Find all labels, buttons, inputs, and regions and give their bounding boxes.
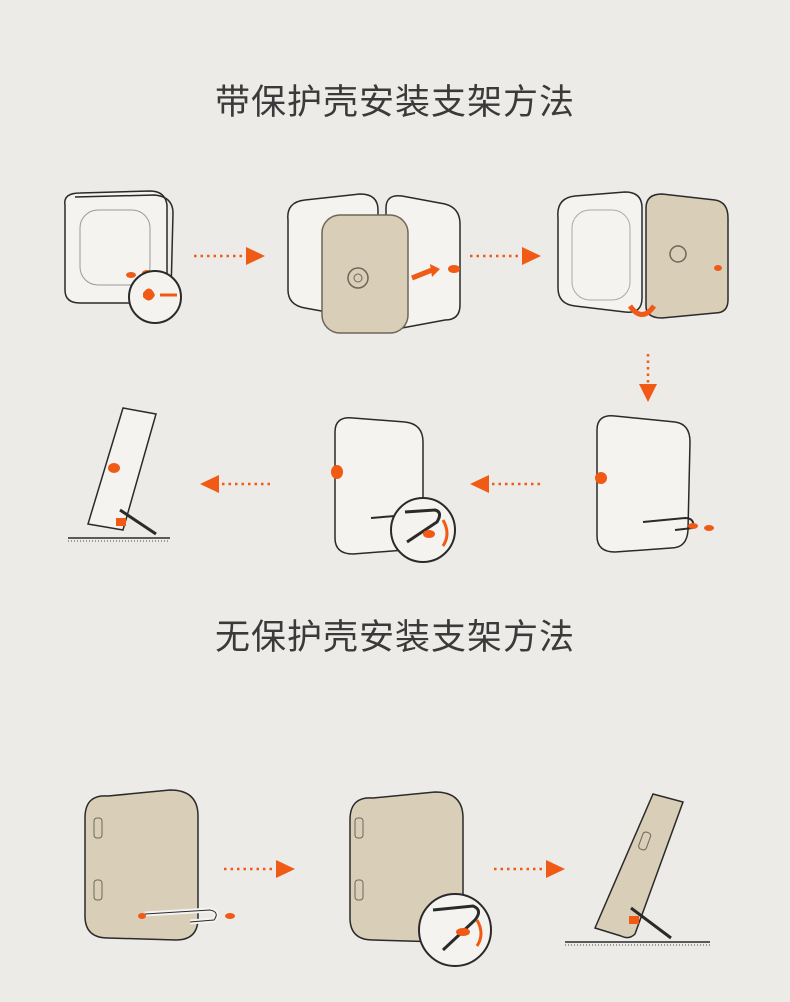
arrow-left-icon — [200, 475, 271, 493]
arrow-right-icon — [494, 860, 565, 878]
step-insert-device-illustration — [287, 193, 461, 334]
step-standing-no-case-illustration — [565, 793, 710, 946]
arrow-right-icon — [224, 860, 295, 878]
step-attach-stand-illustration — [595, 415, 714, 553]
arrow-right-icon — [470, 247, 541, 265]
arrow-down-icon — [639, 354, 657, 402]
arrow-left-icon — [470, 475, 541, 493]
step-closed-case-illustration — [64, 190, 182, 324]
step-tighten-screw-no-case-illustration — [349, 791, 492, 967]
section-title-with-case: 带保护壳安装支架方法 — [214, 83, 575, 123]
step-close-case-illustration — [557, 191, 729, 319]
section-title-without-case: 无保护壳安装支架方法 — [214, 618, 575, 658]
step-tighten-screw-illustration — [331, 417, 456, 563]
step-attach-stand-no-case-illustration — [84, 789, 235, 941]
zoom-detail-circle — [128, 270, 182, 324]
arrow-right-icon — [194, 247, 265, 265]
step-standing-with-case-illustration — [68, 407, 170, 542]
